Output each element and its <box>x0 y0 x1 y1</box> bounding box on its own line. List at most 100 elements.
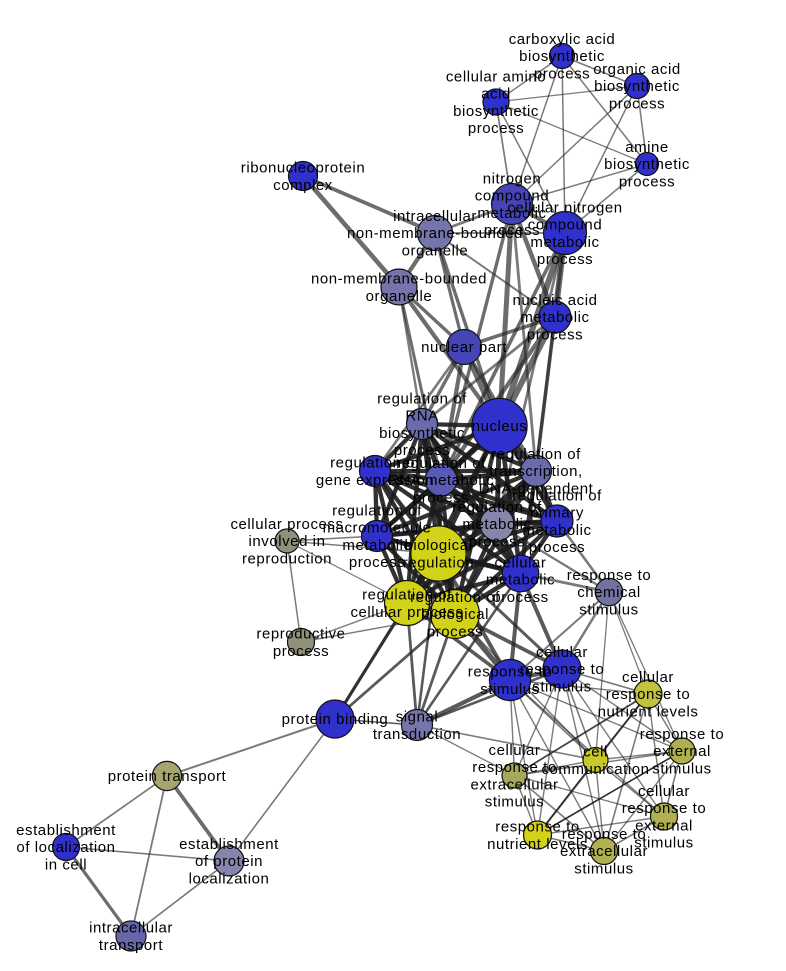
svg-text:nutrient levels: nutrient levels <box>598 703 699 720</box>
svg-text:process: process <box>394 442 450 459</box>
svg-text:stimulus: stimulus <box>652 760 711 777</box>
svg-text:response to: response to <box>472 759 556 776</box>
svg-text:stimulus: stimulus <box>480 681 539 698</box>
svg-text:chemical: chemical <box>577 584 641 601</box>
svg-text:non-membrane-bounded: non-membrane-bounded <box>347 225 523 242</box>
svg-text:compound: compound <box>475 188 549 205</box>
svg-text:process: process <box>619 173 675 190</box>
svg-text:complex: complex <box>273 177 333 194</box>
svg-text:regulation of: regulation of <box>452 499 542 516</box>
svg-text:cellular: cellular <box>622 669 674 686</box>
svg-text:organic acid: organic acid <box>593 61 680 78</box>
svg-text:response to: response to <box>495 819 579 836</box>
svg-text:external: external <box>653 743 711 760</box>
svg-text:compound: compound <box>528 217 602 234</box>
svg-text:process: process <box>413 489 469 506</box>
svg-text:localization: localization <box>189 870 270 887</box>
svg-text:process: process <box>427 623 483 640</box>
svg-text:intracellular: intracellular <box>393 208 477 225</box>
svg-text:cellular nitrogen: cellular nitrogen <box>507 199 622 216</box>
svg-text:regulation of: regulation of <box>377 390 467 407</box>
svg-text:transcription,: transcription, <box>489 463 583 480</box>
svg-text:process: process <box>609 95 665 112</box>
svg-text:protein transport: protein transport <box>108 768 227 785</box>
svg-text:acid: acid <box>481 86 511 103</box>
svg-text:biological: biological <box>421 606 489 623</box>
svg-text:DNA-dependent: DNA-dependent <box>479 480 594 497</box>
svg-text:amine: amine <box>625 139 669 156</box>
svg-text:carboxylic acid: carboxylic acid <box>509 31 616 48</box>
svg-text:regulation of: regulation of <box>362 587 452 604</box>
svg-text:process: process <box>349 554 405 571</box>
svg-text:metabolic: metabolic <box>477 205 546 222</box>
svg-text:cellular: cellular <box>495 555 547 572</box>
svg-text:regulation of: regulation of <box>330 455 420 472</box>
svg-text:cellular: cellular <box>638 783 690 800</box>
svg-text:stimulus: stimulus <box>485 794 544 811</box>
svg-text:process: process <box>468 120 524 137</box>
svg-text:response to: response to <box>468 664 552 681</box>
svg-text:transport: transport <box>99 937 163 954</box>
svg-text:biosynthetic: biosynthetic <box>604 156 690 173</box>
svg-text:metabolic: metabolic <box>520 309 589 326</box>
svg-text:regulation of: regulation of <box>332 502 422 519</box>
svg-text:biological: biological <box>404 537 472 554</box>
svg-text:process: process <box>492 589 548 606</box>
svg-text:in cell: in cell <box>45 856 87 873</box>
svg-text:response to: response to <box>606 686 690 703</box>
svg-text:metabolic: metabolic <box>530 234 599 251</box>
svg-text:response to: response to <box>562 826 646 843</box>
svg-text:reproduction: reproduction <box>242 550 332 567</box>
svg-text:process: process <box>469 533 525 550</box>
svg-text:regulation of: regulation of <box>396 455 486 472</box>
svg-text:stimulus: stimulus <box>634 835 693 852</box>
svg-text:cellular process: cellular process <box>350 604 463 621</box>
svg-text:process: process <box>537 251 593 268</box>
svg-text:transduction: transduction <box>373 726 461 743</box>
svg-text:intracellular: intracellular <box>89 920 173 937</box>
svg-text:process: process <box>529 539 585 556</box>
svg-text:cellular: cellular <box>536 644 588 661</box>
svg-text:response to: response to <box>567 567 651 584</box>
svg-text:establishment: establishment <box>16 822 116 839</box>
svg-text:communication: communication <box>541 761 649 778</box>
svg-text:signal: signal <box>396 709 439 726</box>
svg-text:non-membrane-bounded: non-membrane-bounded <box>311 271 487 288</box>
svg-text:response to: response to <box>520 661 604 678</box>
svg-text:nucleus: nucleus <box>472 418 528 435</box>
svg-text:metabolic: metabolic <box>522 522 591 539</box>
svg-text:metabolic: metabolic <box>486 572 555 589</box>
svg-text:RNA: RNA <box>405 408 438 425</box>
svg-text:cellular process: cellular process <box>230 516 343 533</box>
svg-text:establishment: establishment <box>179 836 279 853</box>
svg-text:nucleic acid: nucleic acid <box>513 292 598 309</box>
svg-text:of localization: of localization <box>16 839 115 856</box>
svg-text:biosynthetic: biosynthetic <box>379 425 465 442</box>
svg-text:biosynthetic: biosynthetic <box>453 103 539 120</box>
svg-text:regulation of: regulation of <box>491 446 581 463</box>
svg-text:response to: response to <box>622 800 706 817</box>
svg-text:involved in: involved in <box>249 533 326 550</box>
svg-text:macromolecule: macromolecule <box>323 520 432 537</box>
svg-text:biosynthetic: biosynthetic <box>519 48 605 65</box>
svg-text:extracellular: extracellular <box>470 776 558 793</box>
svg-text:regulation of: regulation of <box>410 589 500 606</box>
svg-text:external: external <box>635 817 693 834</box>
svg-text:nitrogen: nitrogen <box>483 170 542 187</box>
svg-text:cellular: cellular <box>489 742 541 759</box>
svg-text:nuclear part: nuclear part <box>421 339 507 356</box>
svg-text:process: process <box>534 65 590 82</box>
svg-text:organelle: organelle <box>402 242 469 259</box>
svg-text:process: process <box>527 326 583 343</box>
svg-text:gene expression: gene expression <box>316 472 434 489</box>
svg-text:protein binding: protein binding <box>282 711 389 728</box>
svg-text:metabolic: metabolic <box>342 537 411 554</box>
svg-text:nutrient levels: nutrient levels <box>487 836 588 853</box>
svg-text:biosynthetic: biosynthetic <box>594 78 680 95</box>
svg-text:cell: cell <box>583 744 608 761</box>
svg-text:stimulus: stimulus <box>574 860 633 877</box>
svg-text:metabolic: metabolic <box>462 516 531 533</box>
svg-text:stimulus: stimulus <box>579 601 638 618</box>
svg-text:cellular amino: cellular amino <box>446 68 546 85</box>
svg-text:RNA metabolic: RNA metabolic <box>388 472 494 489</box>
